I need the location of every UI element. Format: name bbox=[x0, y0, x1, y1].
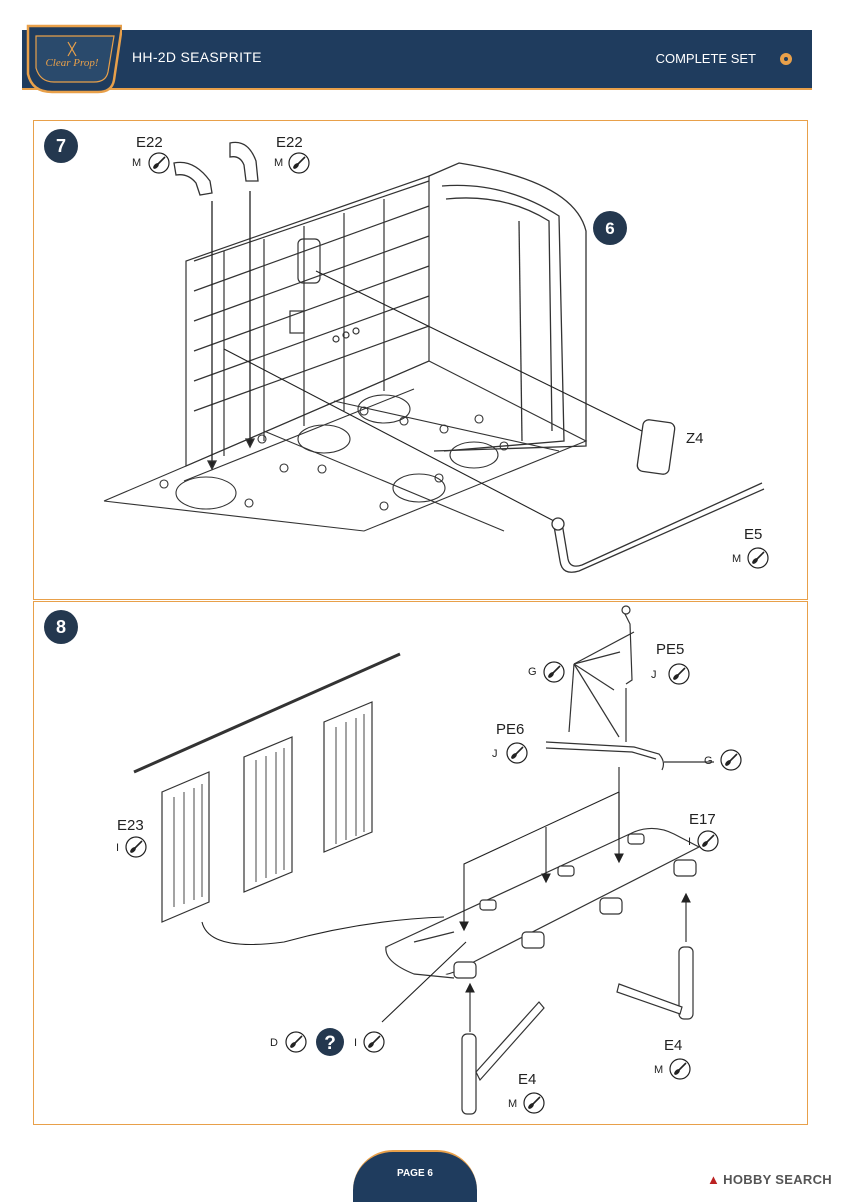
paint-brush-icon bbox=[148, 152, 170, 174]
step-number-badge: 7 bbox=[44, 129, 78, 163]
cabin-floor bbox=[103, 360, 588, 532]
paint-brush-icon bbox=[747, 547, 769, 569]
callout-e22-right-label: E22 bbox=[276, 134, 303, 151]
e5-part bbox=[551, 482, 765, 573]
callout-g-top-paint: G bbox=[528, 666, 537, 678]
z4-part bbox=[636, 419, 676, 475]
callout-e4-left-paint: M bbox=[508, 1098, 517, 1110]
document-title: HH-2D SEASPRITE bbox=[132, 49, 262, 65]
step-7-illustration: E22 M E22 M Z4 E5 M 6 bbox=[103, 134, 769, 573]
unknown-color-icon bbox=[316, 1028, 344, 1056]
paint-row-right-code: I bbox=[354, 1037, 357, 1049]
callout-pe5-paint: J bbox=[651, 669, 657, 681]
brand-logo: Clear Prop! bbox=[26, 24, 122, 94]
step-8-illustration: G PE5 J PE6 J G E23 I E17 I E4 M E4 M D … bbox=[116, 605, 742, 1115]
step-7-panel: 7 bbox=[33, 120, 808, 600]
step-number-badge: 8 bbox=[44, 610, 78, 644]
sub-step-badge bbox=[593, 211, 627, 245]
e23-seat-backs bbox=[133, 652, 401, 923]
paint-brush-icon bbox=[363, 1031, 385, 1053]
e17-seat-frame bbox=[384, 827, 701, 979]
paint-brush-icon bbox=[125, 836, 147, 858]
watermark-text: HOBBY SEARCH bbox=[723, 1172, 832, 1187]
e23-assembly-arrow bbox=[201, 916, 445, 945]
step-8-arrows bbox=[381, 791, 691, 1032]
assembly-arrows bbox=[223, 270, 647, 522]
callout-e22-left-paint: M bbox=[132, 157, 141, 169]
paint-brush-icon bbox=[720, 749, 742, 771]
paint-brush-icon bbox=[543, 661, 565, 683]
e22-pipes bbox=[173, 141, 259, 471]
callout-z4-label: Z4 bbox=[686, 430, 704, 447]
set-indicator-dot bbox=[780, 53, 792, 65]
cabin-wall bbox=[185, 175, 430, 467]
page-number: PAGE 6 bbox=[397, 1168, 433, 1179]
page-header: Clear Prop! HH-2D SEASPRITE COMPLETE SET bbox=[22, 24, 812, 94]
paint-brush-icon bbox=[288, 152, 310, 174]
watermark: ▲HOBBY SEARCH bbox=[707, 1172, 832, 1187]
callout-e22-right-paint: M bbox=[274, 157, 283, 169]
callout-e4-right-paint: M bbox=[654, 1064, 663, 1076]
callout-e23-paint: I bbox=[116, 842, 119, 854]
callout-e5-paint: M bbox=[732, 553, 741, 565]
paint-brush-icon bbox=[669, 1058, 691, 1080]
sub-step-number: 6 bbox=[605, 219, 614, 238]
paint-brush-icon bbox=[523, 1092, 545, 1114]
watermark-logo-icon: ▲ bbox=[707, 1172, 721, 1187]
callout-pe6-paint: J bbox=[492, 748, 498, 760]
set-label: COMPLETE SET bbox=[655, 51, 756, 66]
callout-e17-label: E17 bbox=[689, 811, 716, 828]
paint-brush-icon bbox=[668, 663, 690, 685]
callout-e22-left-label: E22 bbox=[136, 134, 163, 151]
callout-pe6-label: PE6 bbox=[496, 721, 524, 738]
callout-e4-left-label: E4 bbox=[518, 1071, 536, 1088]
callout-e17-paint: I bbox=[688, 836, 691, 848]
cabin-door-frame bbox=[428, 162, 587, 452]
callout-e5-label: E5 bbox=[744, 526, 762, 543]
paint-row-left-code: D bbox=[270, 1037, 278, 1049]
callout-g-right-paint: G bbox=[704, 755, 713, 767]
paint-brush-icon bbox=[697, 830, 719, 852]
unknown-color-mark: ? bbox=[324, 1033, 336, 1054]
paint-brush-icon bbox=[506, 742, 528, 764]
paint-brush-icon bbox=[285, 1031, 307, 1053]
e4-legs bbox=[461, 946, 694, 1115]
callout-pe5-label: PE5 bbox=[656, 641, 684, 658]
brand-logo-text: Clear Prop! bbox=[45, 57, 98, 69]
callout-e23-label: E23 bbox=[117, 817, 144, 834]
step-8-panel: 8 bbox=[33, 601, 808, 1125]
callout-e4-right-label: E4 bbox=[664, 1037, 682, 1054]
page-number-tab: PAGE 6 bbox=[353, 1150, 477, 1202]
